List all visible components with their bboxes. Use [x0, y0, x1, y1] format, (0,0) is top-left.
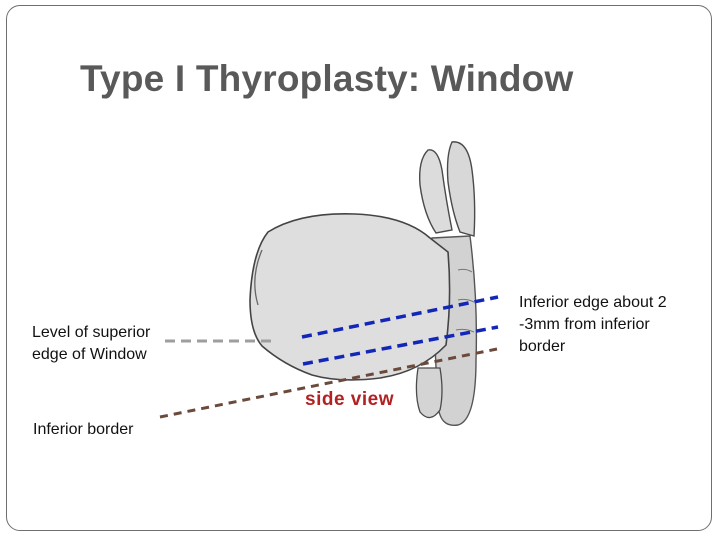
inferior-horn: [416, 368, 442, 418]
inferior-border-label: Inferior border: [33, 419, 134, 441]
superior-edge-label-line-2: edge of Window: [32, 344, 150, 366]
thyroid-lamina: [250, 214, 450, 380]
inferior-edge-note-line-1: Inferior edge about 2: [519, 292, 667, 314]
superior-horn-right: [448, 142, 475, 236]
inferior-edge-note-line-2: -3mm from inferior: [519, 314, 667, 336]
side-view-caption: side view: [305, 389, 394, 410]
larynx-illustration: [250, 142, 476, 425]
inferior-edge-note-label: Inferior edge about 2 -3mm from inferior…: [519, 292, 667, 358]
inferior-edge-note-line-3: border: [519, 336, 667, 358]
superior-edge-label: Level of superior edge of Window: [32, 322, 150, 366]
superior-edge-label-line-1: Level of superior: [32, 322, 150, 344]
